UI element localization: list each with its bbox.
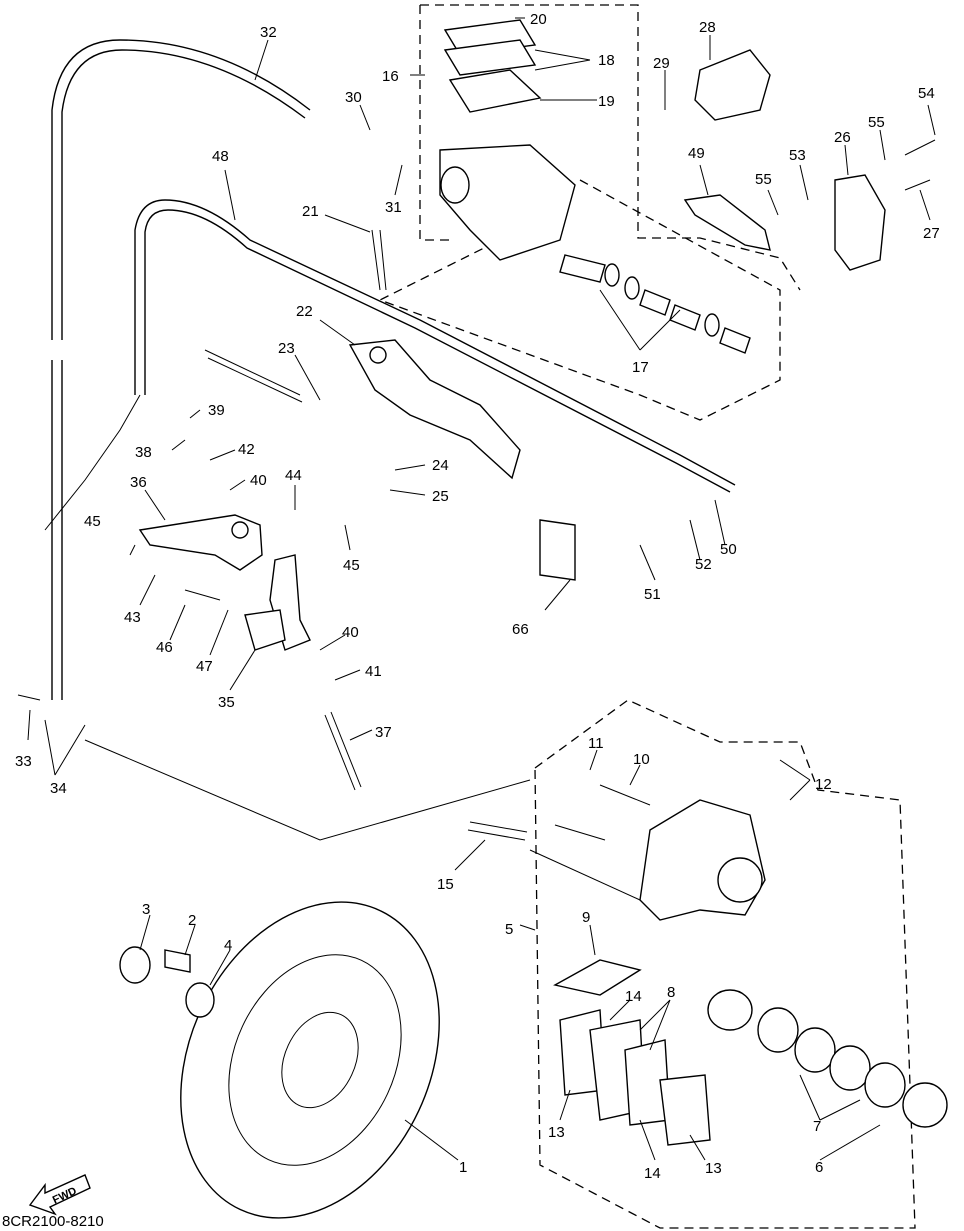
part-label-55a: 55 [868, 114, 885, 131]
part-label-47: 47 [196, 658, 213, 675]
master-cylinder-dashed-box [420, 4, 801, 291]
part-label-10: 10 [633, 751, 650, 768]
caliper-dashed-box [534, 699, 916, 1229]
part-label-18: 18 [598, 52, 615, 69]
part-label-22: 22 [296, 303, 313, 320]
piston-seals-7 [707, 989, 948, 1128]
bracket-26 [834, 174, 886, 271]
part-label-34: 34 [50, 780, 67, 797]
rod-37 [324, 711, 362, 791]
diagram-code: 8CR2100-8210 [2, 1213, 104, 1230]
part-label-13a: 13 [548, 1124, 565, 1141]
cable-48 [134, 199, 736, 493]
part-label-13b: 13 [705, 1160, 722, 1177]
part-label-35: 35 [218, 694, 235, 711]
part-label-25: 25 [432, 488, 449, 505]
part-label-26: 26 [834, 129, 851, 146]
part-label-33: 33 [15, 753, 32, 770]
caliper-5 [639, 799, 766, 921]
part-label-45b: 45 [343, 557, 360, 574]
part-label-54: 54 [918, 85, 935, 102]
leader-lines [27, 17, 936, 1161]
part-label-49: 49 [688, 145, 705, 162]
pad-spring-9 [553, 959, 642, 996]
part-label-28: 28 [699, 19, 716, 36]
part-label-52: 52 [695, 556, 712, 573]
fwd-arrow-icon: FWD [28, 1174, 91, 1216]
reservoir-dashed-group [378, 179, 781, 421]
part-label-23: 23 [278, 340, 295, 357]
master-cylinder-16 [439, 144, 576, 261]
part-label-44: 44 [285, 467, 302, 484]
lever-36 [138, 514, 263, 571]
part-label-31: 31 [385, 199, 402, 216]
pads-13-14 [559, 1009, 711, 1146]
part-label-17: 17 [632, 359, 649, 376]
part-label-1: 1 [459, 1159, 467, 1176]
part-label-7: 7 [813, 1118, 821, 1135]
part-label-6: 6 [815, 1159, 823, 1176]
part-label-42: 42 [238, 441, 255, 458]
part-label-51: 51 [644, 586, 661, 603]
part-label-40a: 40 [250, 472, 267, 489]
part-label-50: 50 [720, 541, 737, 558]
part-label-48: 48 [212, 148, 229, 165]
part-label-5: 5 [505, 921, 513, 938]
part-label-27: 27 [923, 225, 940, 242]
part-label-45a: 45 [84, 513, 101, 530]
part-label-66: 66 [512, 621, 529, 638]
washer-4 [185, 982, 215, 1018]
part-label-36: 36 [130, 474, 147, 491]
part-label-37: 37 [375, 724, 392, 741]
part-label-39: 39 [208, 402, 225, 419]
part-label-53: 53 [789, 147, 806, 164]
piston-kit-17 [559, 254, 751, 354]
part-label-46: 46 [156, 639, 173, 656]
lever-35 [244, 554, 311, 651]
fasteners [17, 139, 936, 841]
part-label-40b: 40 [342, 624, 359, 641]
ring-3 [119, 946, 151, 984]
part-label-14b: 14 [644, 1165, 661, 1182]
switch-28 [694, 49, 771, 121]
brake-pedal-22 [348, 339, 521, 480]
rear-cable-32 [51, 39, 311, 700]
brake-rod-23 [204, 349, 303, 403]
part-label-2: 2 [188, 912, 196, 929]
part-label-38: 38 [135, 444, 152, 461]
part-label-43: 43 [124, 609, 141, 626]
brake-disc-1 [180, 901, 440, 1219]
part-label-21: 21 [302, 203, 319, 220]
part-label-4: 4 [224, 937, 232, 954]
key-2 [164, 949, 191, 973]
arm-49 [683, 194, 771, 251]
part-label-11: 11 [588, 735, 604, 752]
reservoir-cap-18 [443, 19, 542, 113]
cable-end-48 [44, 394, 141, 531]
part-label-9: 9 [582, 909, 590, 926]
plate-66 [539, 519, 576, 581]
part-label-12: 12 [815, 776, 832, 793]
part-label-41: 41 [365, 663, 382, 680]
part-label-14a: 14 [625, 988, 642, 1005]
part-label-20: 20 [530, 11, 547, 28]
part-label-15: 15 [437, 876, 454, 893]
part-label-19: 19 [598, 93, 615, 110]
part-label-3: 3 [142, 901, 150, 918]
part-label-24: 24 [432, 457, 449, 474]
part-label-8: 8 [667, 984, 675, 1001]
part-label-30: 30 [345, 89, 362, 106]
part-label-29: 29 [653, 55, 670, 72]
part-label-32: 32 [260, 24, 277, 41]
part-label-16: 16 [382, 68, 399, 85]
master-cylinder-dashed-box-left [419, 5, 450, 241]
part-label-55b: 55 [755, 171, 772, 188]
